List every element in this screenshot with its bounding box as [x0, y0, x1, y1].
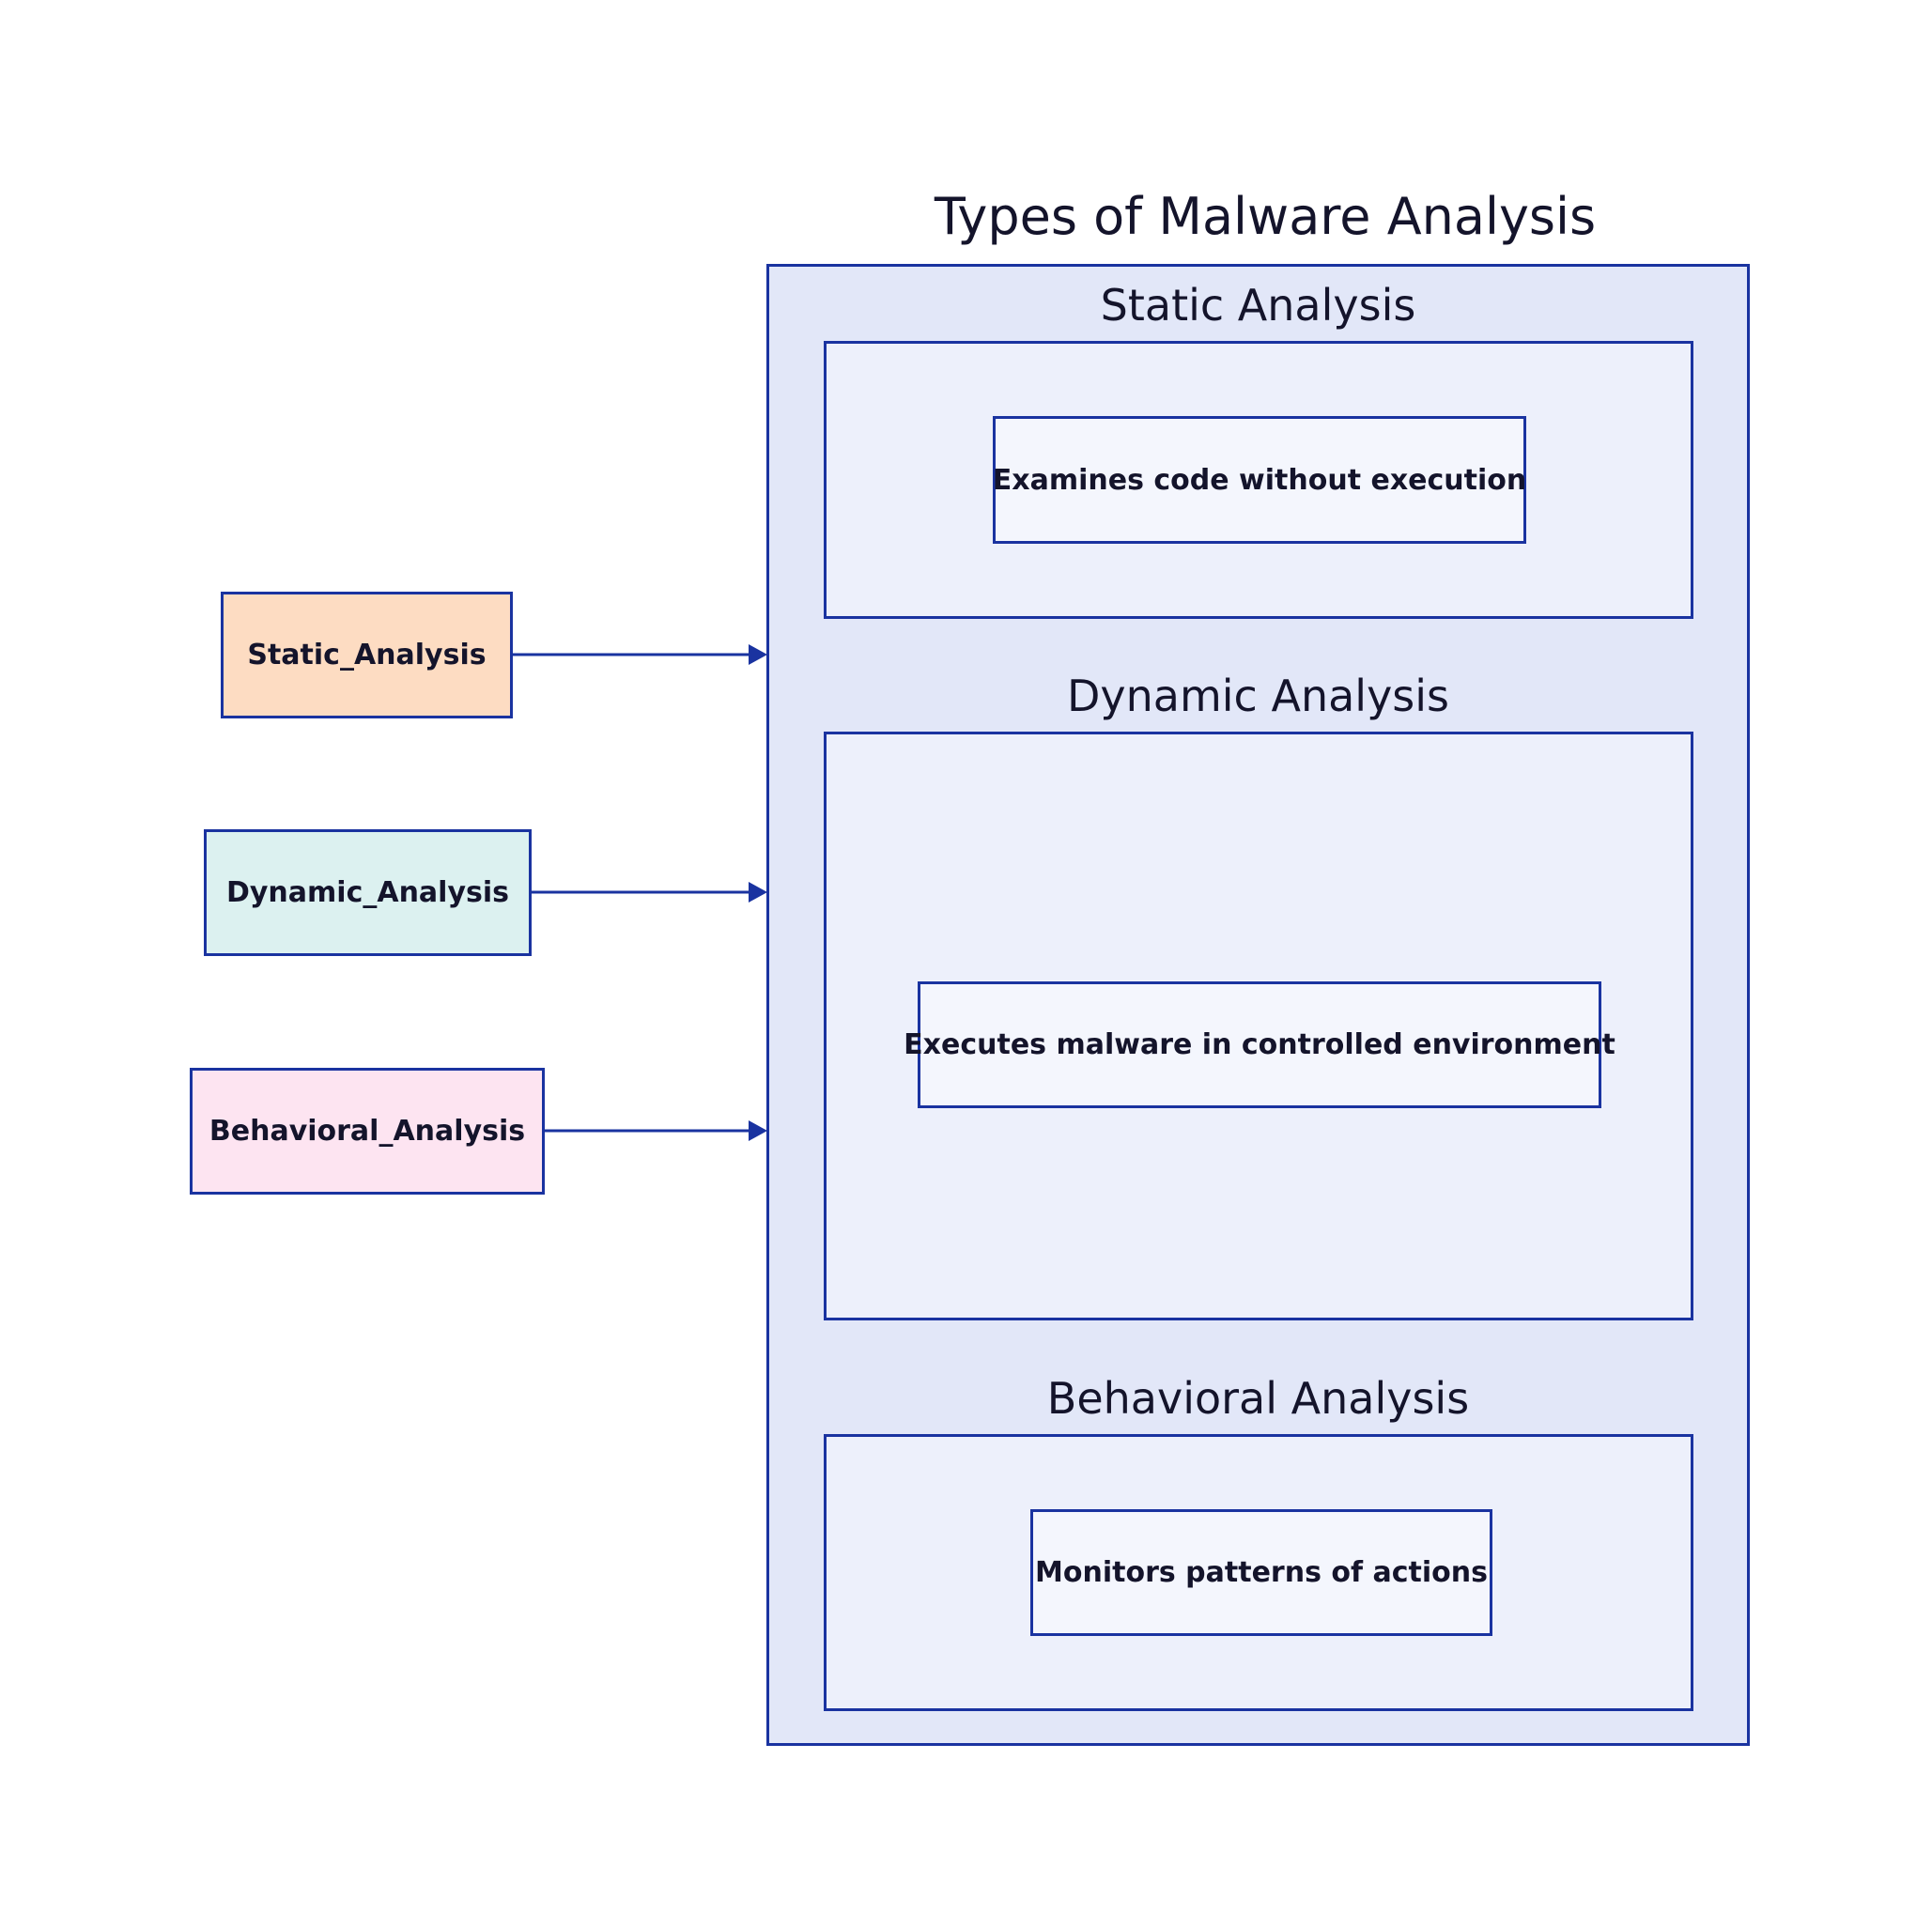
edge-static-analysis-arrowhead: [749, 644, 767, 665]
dynamic-analysis-description: Executes malware in controlled environme…: [904, 981, 1615, 1108]
behavioral-analysis-node: Behavioral_Analysis: [190, 1068, 545, 1195]
behavioral-analysis-group-title: Behavioral Analysis: [1046, 1373, 1470, 1424]
diagram-title: Types of Malware Analysis: [934, 187, 1597, 246]
behavioral-analysis-description: Monitors patterns of actions: [1030, 1509, 1492, 1636]
dynamic-analysis-node: Dynamic_Analysis: [204, 829, 532, 956]
edge-behavioral-analysis-arrowhead: [749, 1120, 767, 1141]
static-analysis-group-title: Static Analysis: [1100, 280, 1416, 331]
dynamic-analysis-group-title: Dynamic Analysis: [1066, 671, 1449, 721]
edge-dynamic-analysis-arrowhead: [749, 882, 767, 903]
static-analysis-description: Examines code without execution: [993, 416, 1526, 544]
static-analysis-node: Static_Analysis: [221, 592, 513, 718]
